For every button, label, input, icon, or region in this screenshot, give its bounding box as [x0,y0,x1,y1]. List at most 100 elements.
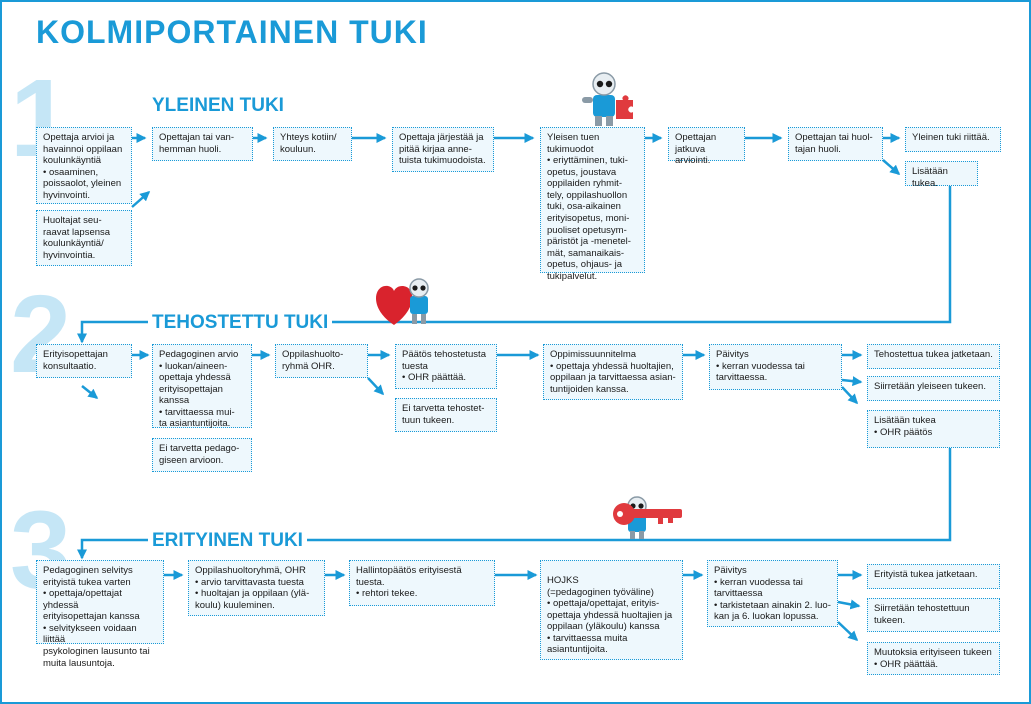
box-line: • tarkistetaan ainakin 2. luo- [714,599,831,611]
box-line: tuesta [402,360,428,372]
arrow [841,386,859,405]
box-line: erityistä tukea varten [43,576,131,588]
box-line: Yleinen tuki riittää. [912,132,990,143]
box-line: psykologinen lausunto tai [43,646,150,658]
box-line: • tarvittaessa muita [547,632,628,644]
box-line: Siirretään tehostettuun [874,603,970,614]
box-line: HOJKS [547,575,579,586]
box-muutoksia-erityiseen-tukeen: Muutoksia erityiseen tukeen• OHR päättää… [867,642,1000,675]
puzzle-robot-icon [582,72,633,126]
box-line: muita lausuntoja. [43,657,115,669]
box-line: Pedagoginen selvitys [43,565,133,576]
box-hojks: HOJKS(=pedagoginen työväline)• opettaja/… [540,560,683,660]
box-line: koulunkäyntiä/ [43,238,104,250]
box-line: kan ja 6. luokan lopussa. [714,611,819,623]
box-line: • osaaminen, [43,166,99,178]
box-line: asiantuntijoita. [547,644,608,656]
box-line: Lisätään tukea [874,415,936,426]
box-line: • kerran vuodessa tai [716,360,805,372]
section-title-tehostettu: TEHOSTETTU TUKI [148,312,333,334]
box-line: Hallintopäätös erityisestä [356,565,462,576]
arrow [77,186,952,344]
box-line: opetus, ohjaus- ja [547,259,622,271]
box-line: tuun tukeen. [402,414,455,426]
box-line: Opettajan jatkuva [675,132,717,155]
box-line: • OHR päättää. [402,372,467,384]
box-line: Yleisen tuen [547,132,600,143]
box-line: Opettaja järjestää ja [399,132,484,143]
page-title: KOLMIPORTAINEN TUKI [36,14,428,50]
box-line: tuesta. [356,576,385,588]
box-oppilashuoltoryhma-ohr-3: Oppilashuoltoryhmä, OHR• arvio tarvittav… [188,560,325,616]
box-line: tuista tukimuodoista. [399,155,486,167]
box-opettajan-tai-vanhemman-huoli: Opettajan tai van-hemman huoli. [152,127,253,161]
box-line: erityisopetus, moni- [547,213,630,225]
box-line: kouluun. [280,143,316,155]
box-line: Huoltajat seu- [43,215,102,226]
box-line: giseen arvioon. [159,454,224,466]
box-line: konsultaatio. [43,360,97,372]
box-line: poissaolot, yleinen [43,178,122,190]
arrow [77,448,952,560]
box-line: • opettaja yhdessä huoltajien, [550,360,674,372]
box-line: Päivitys [714,565,747,576]
box-line: tukipalvelut. [547,270,598,282]
box-line: Tehostettua tukea jatketaan. [874,349,993,360]
box-line: Siirretään yleiseen tukeen. [874,381,986,392]
box-tehostettua-tukea-jatketaan: Tehostettua tukea jatketaan. [867,344,1000,369]
key-robot-icon [613,496,682,539]
box-line: oppilaiden ryhmit- [547,178,622,190]
arrow [367,377,385,396]
box-line: ta asiantuntijoita. [159,418,231,430]
box-line: Päätös tehostetusta [402,349,486,360]
box-line: • luokan/aineen- [159,360,228,372]
box-line: tely, oppilashuollon [547,189,628,201]
box-line: opetus, joustava [547,166,617,178]
arrow [882,159,901,175]
box-lisataan-tukea-2: Lisätään tukea• OHR päätös [867,410,1000,448]
box-line: erityisopettajan [159,383,223,395]
box-line: tajan huoli. [795,143,841,155]
box-line: Pedagoginen arvio [159,349,239,360]
box-line: Opettaja arvioi ja [43,132,115,143]
box-ei-tarvetta-arvioon: Ei tarvetta pedago-giseen arvioon. [152,438,252,472]
box-line: Ei tarvetta pedago- [159,443,240,454]
box-line: • OHR päätös [874,426,933,438]
arrow [841,376,863,387]
box-line: Erityisopettajan [43,349,108,360]
box-line: tarvittaessa [714,588,763,600]
box-line: hyvinvointi. [43,189,90,201]
box-yhteys-kotiin: Yhteys kotiin/kouluun. [273,127,352,161]
box-line: • rehtori tekee. [356,588,418,600]
box-line: koulu) kuuleminen. [195,599,275,611]
arrow [81,385,99,399]
box-line: opettaja yhdessä huoltajien ja [547,609,673,621]
box-line: Lisätään tukea. [912,166,948,189]
box-line: • kerran vuodessa tai [714,576,803,588]
box-line: • huoltajan ja oppilaan (ylä- [195,588,310,600]
box-line: arviointi. [675,155,711,167]
box-line: • eriyttäminen, tuki- [547,155,628,167]
box-lisataan-tukea-1: Lisätään tukea. [905,161,978,189]
section-title-erityinen: ERITYINEN TUKI [148,530,307,552]
heart-robot-icon [376,278,429,325]
box-siirretaan-yleiseen-tukeen: Siirretään yleiseen tukeen. [867,376,1000,401]
box-line: Muutoksia erityiseen tukeen [874,647,992,658]
box-line: oppilaan ja tarvittaessa asian- [550,372,676,384]
box-line: tuki, osa-aikainen [547,201,621,213]
box-line: opettaja yhdessä [159,372,231,384]
box-line: tarvittaessa. [716,372,768,384]
box-line: hemman huoli. [159,143,222,155]
box-line: Ei tarvetta tehostet- [402,403,485,414]
box-yleinen-tuki-riittaa: Yleinen tuki riittää. [905,127,1001,152]
box-line: Oppilashuoltoryhmä, OHR [195,565,306,576]
box-line: kanssa [159,395,190,407]
